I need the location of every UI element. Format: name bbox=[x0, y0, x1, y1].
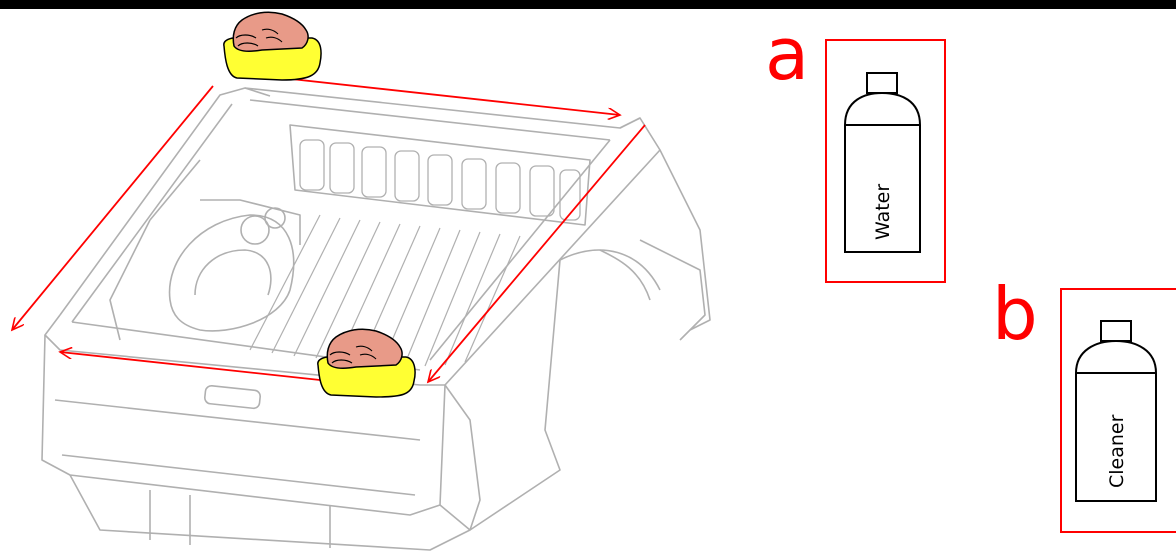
wipe-arrows bbox=[12, 74, 646, 382]
arrow-tailgate bbox=[60, 352, 321, 381]
arrow-left-rail bbox=[12, 85, 214, 330]
arrow-right-rail bbox=[428, 124, 646, 382]
spray-bottle-icon bbox=[844, 72, 921, 253]
label-a: a bbox=[765, 12, 810, 96]
hand-with-sponge-icon bbox=[317, 328, 416, 398]
pickup-bed-illustration bbox=[41, 87, 711, 551]
bottle-b-label: Cleaner bbox=[1106, 414, 1128, 488]
top-border bbox=[0, 0, 1176, 9]
bottle-a-label: Water bbox=[872, 184, 894, 240]
label-b: b bbox=[992, 272, 1038, 356]
arrow-front-rail bbox=[254, 74, 620, 115]
hand-with-sponge-icon bbox=[223, 11, 322, 81]
bottle-b-frame bbox=[1060, 288, 1176, 533]
spray-bottle-icon bbox=[1075, 320, 1157, 502]
bottle-a-frame bbox=[825, 39, 946, 283]
